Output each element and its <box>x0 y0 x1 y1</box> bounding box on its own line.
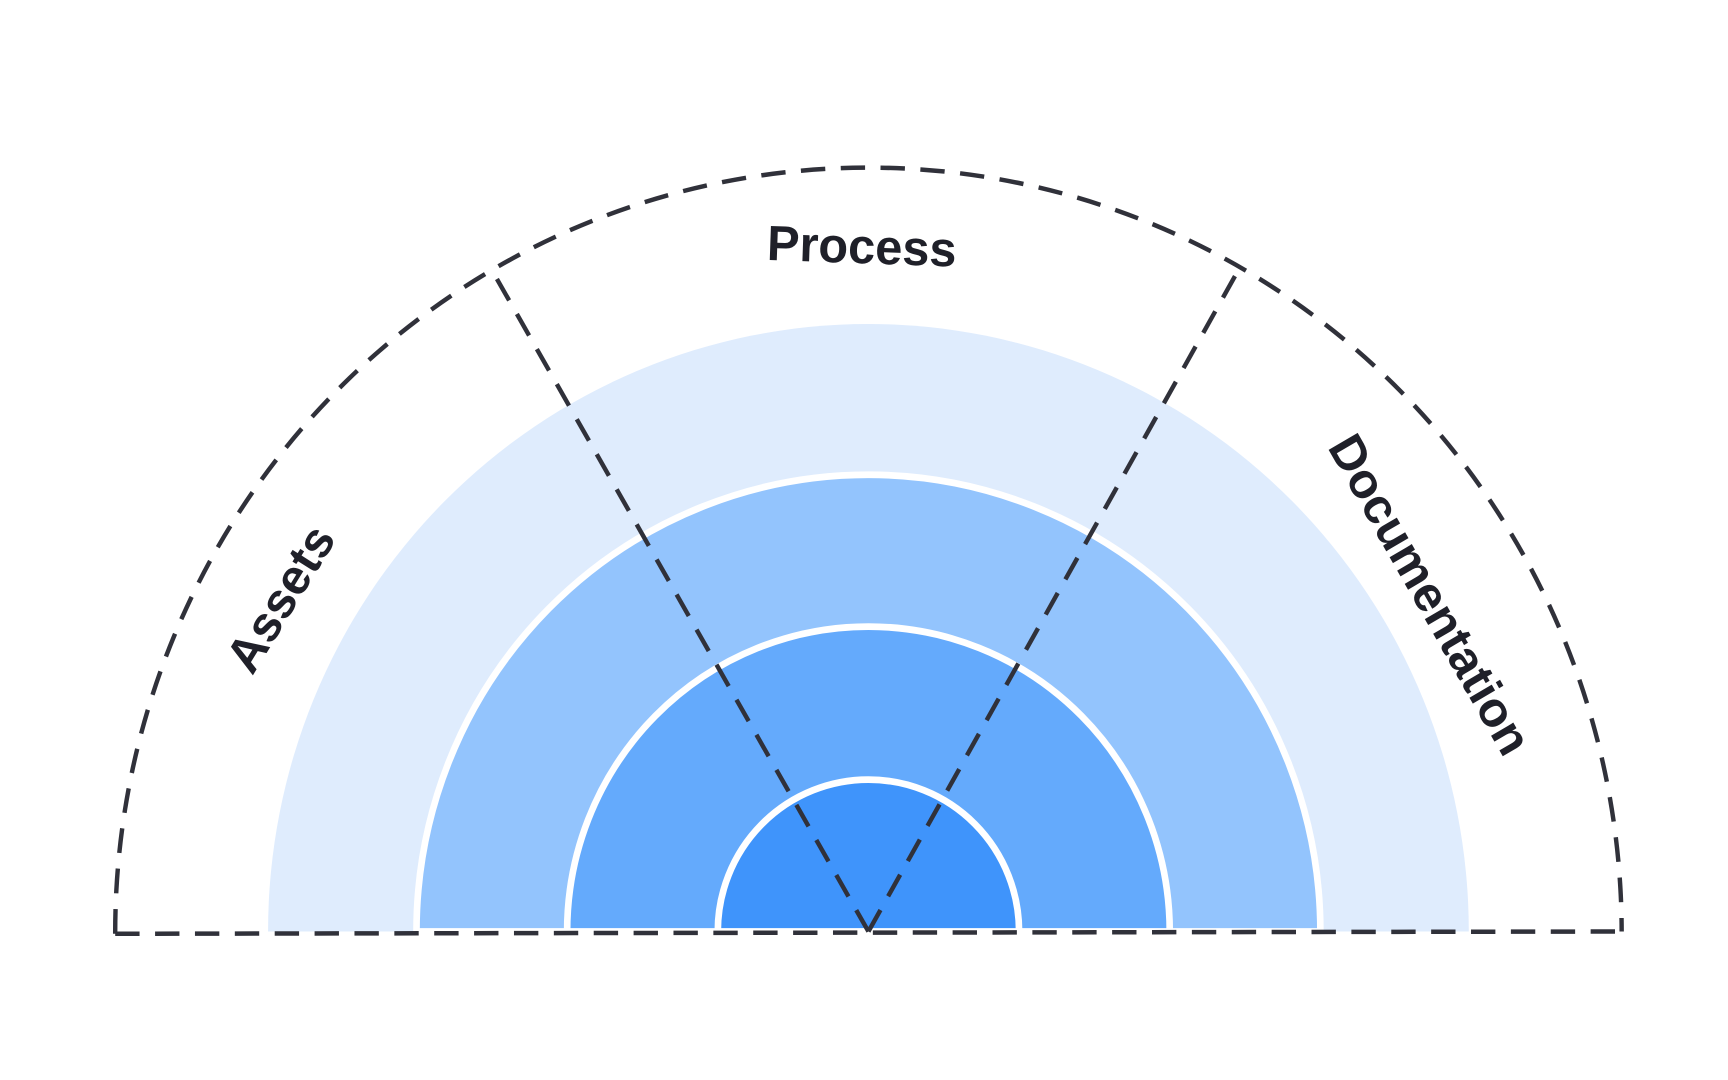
rings <box>268 324 1469 935</box>
dashed-boundary <box>112 165 1624 936</box>
ring-inner <box>714 776 1023 935</box>
outer-dashed-arc <box>112 165 1624 934</box>
baseline-dashed <box>115 929 1622 936</box>
label-process: Process <box>766 217 957 278</box>
divider-right <box>866 268 1241 933</box>
divider-left <box>489 268 871 933</box>
label-assets: Assets <box>216 516 346 682</box>
